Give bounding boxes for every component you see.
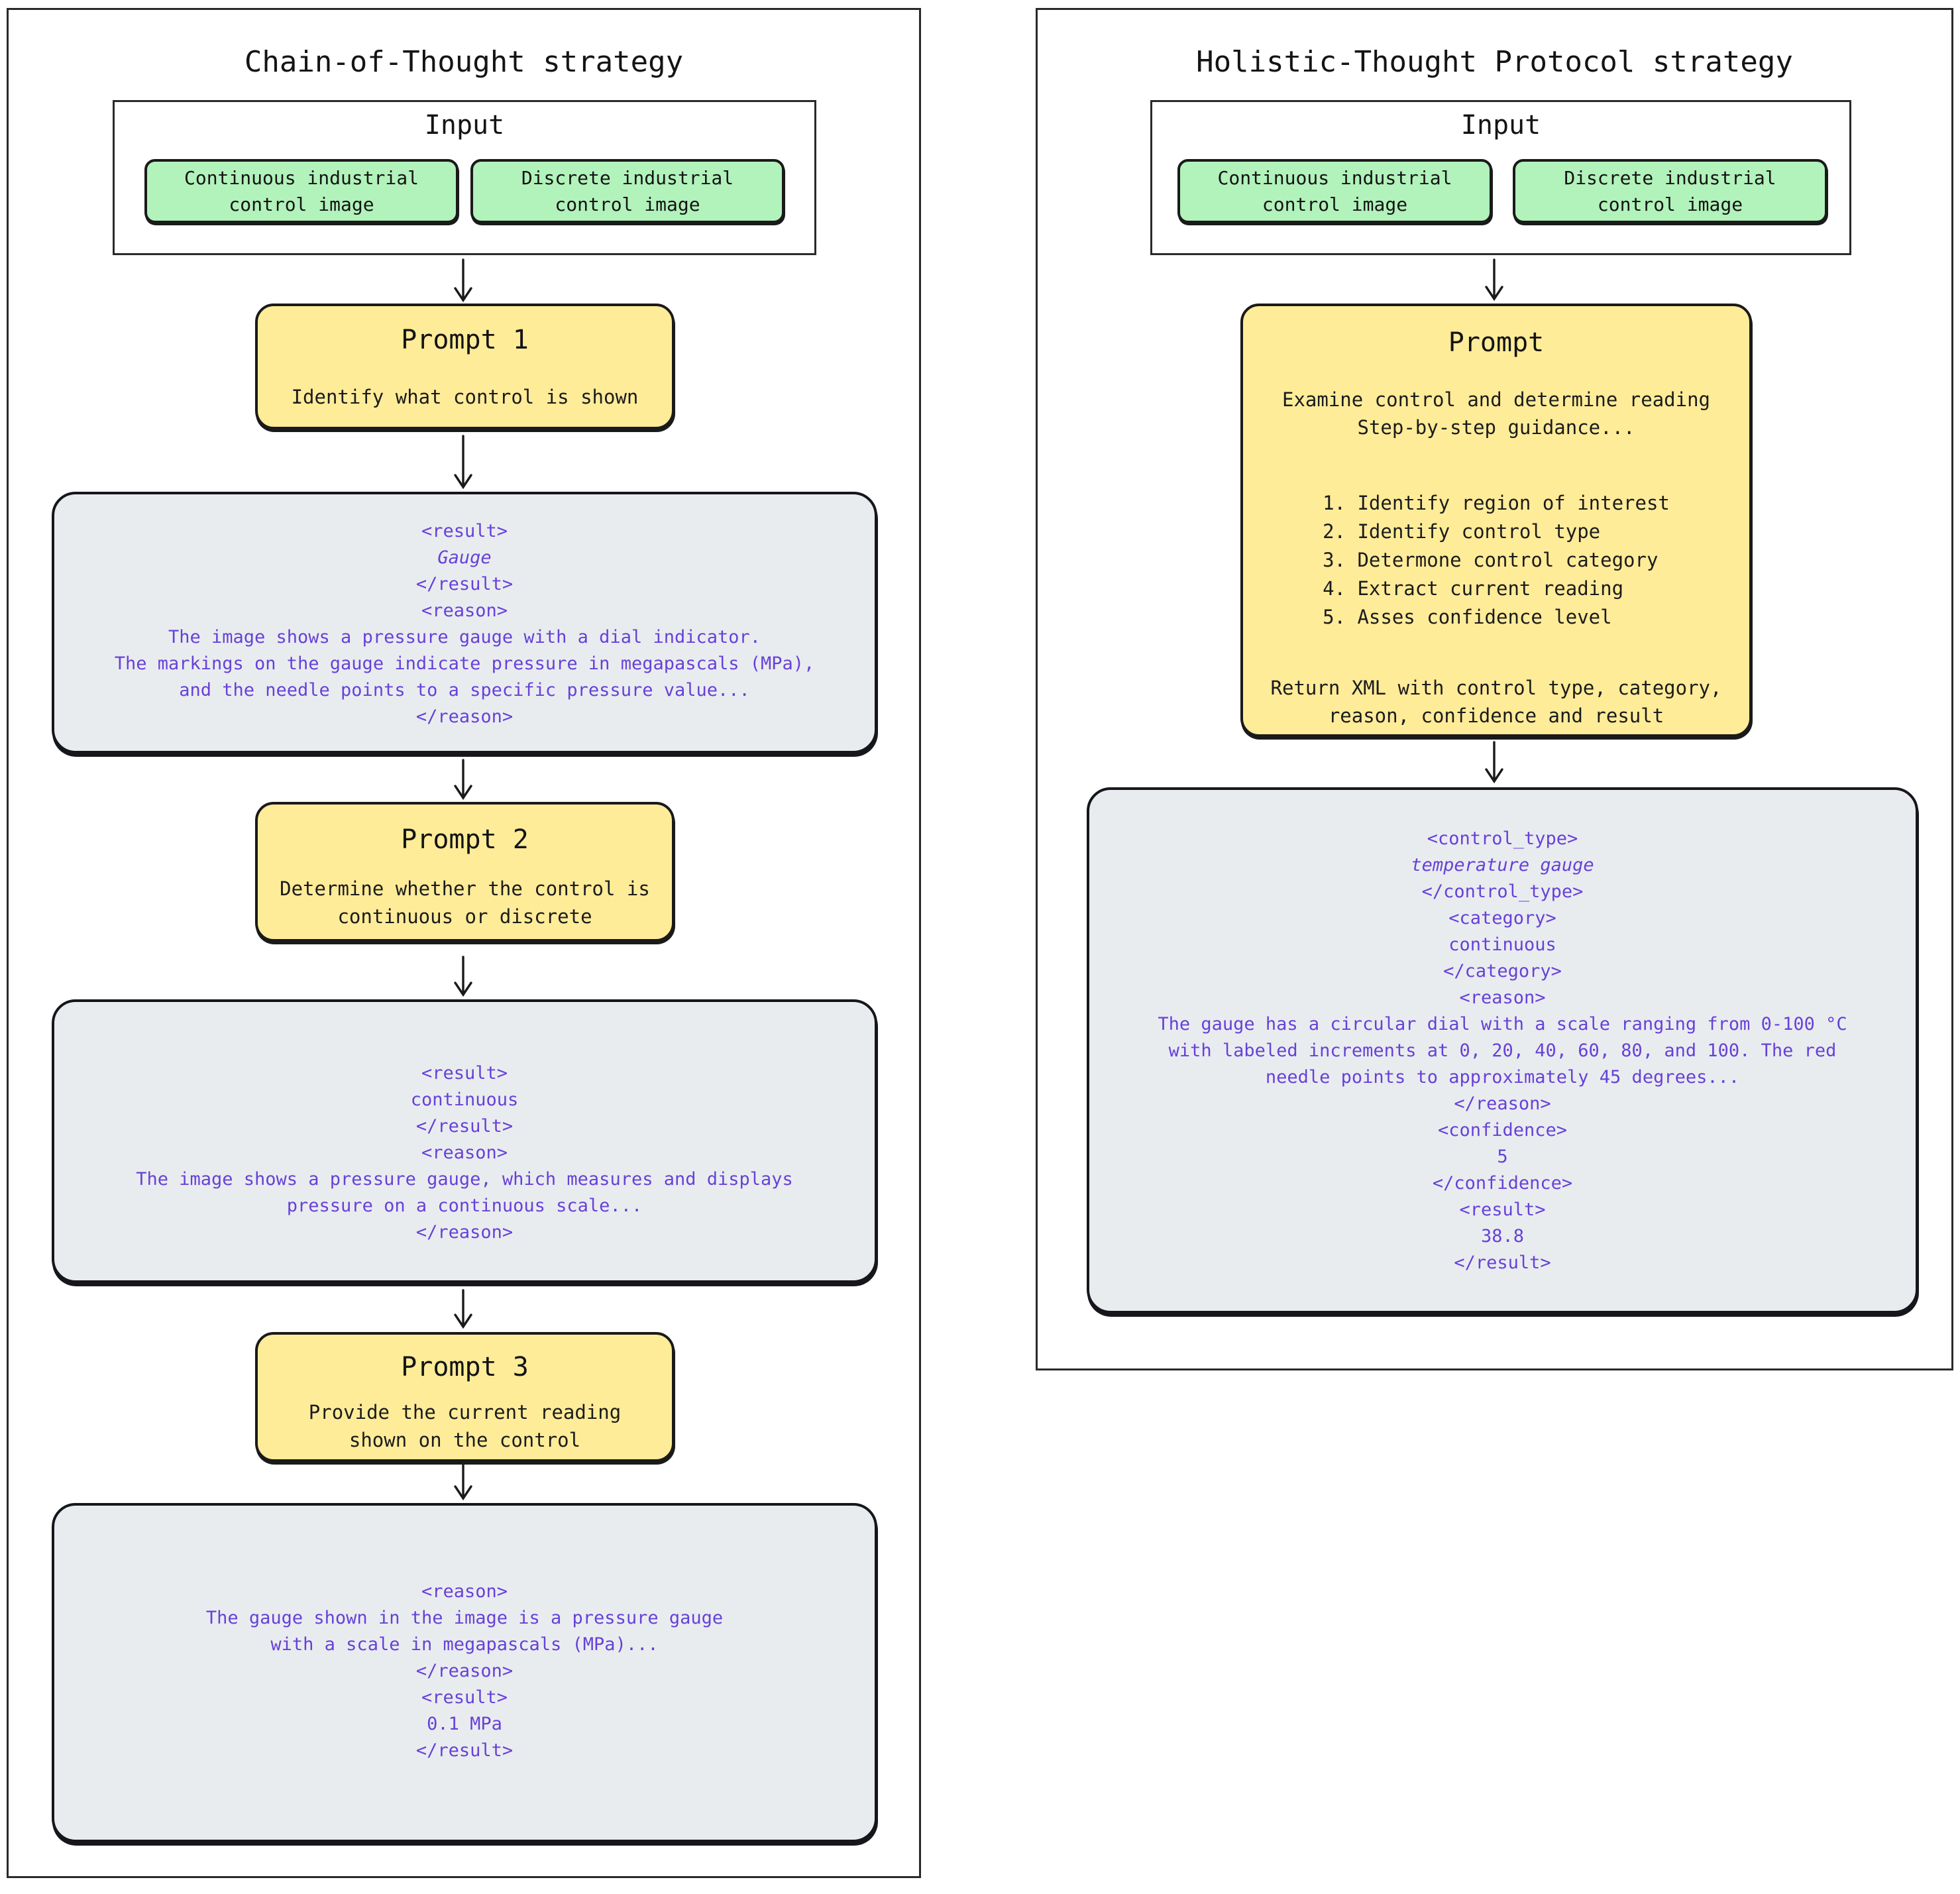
xml-line: with labeled increments at 0, 20, 40, 60… <box>1168 1040 1837 1061</box>
htp-prompt-steps: 1. Identify region of interest 2. Identif… <box>1323 489 1670 632</box>
cot-result3-box: <reason> The gauge shown in the image is… <box>52 1503 877 1842</box>
holistic-thought-title: Holistic-Thought Protocol strategy <box>1196 45 1793 79</box>
xml-line: temperature gauge <box>1411 855 1594 875</box>
cot-result2-box: <result> continuous </result> <reason> T… <box>52 999 877 1283</box>
xml-line: The markings on the gauge indicate press… <box>114 653 815 674</box>
xml-line: continuous <box>1448 934 1556 955</box>
xml-line: needle points to approximately 45 degree… <box>1265 1067 1740 1087</box>
xml-line: <result> <box>421 521 508 541</box>
xml-line: 5 <box>1497 1146 1508 1167</box>
xml-line: Gauge <box>437 547 492 568</box>
xml-line: </result> <box>415 1740 514 1761</box>
cot-prompt3-body: Provide the current reading shown on the… <box>308 1401 622 1451</box>
xml-line: <reason> <box>421 600 508 621</box>
xml-line: continuous <box>410 1089 519 1110</box>
xml-line: pressure on a continuous scale... <box>286 1196 643 1216</box>
htp-prompt-intro: Examine control and determine reading St… <box>1281 388 1710 439</box>
xml-line: The gauge has a circular dial with a sca… <box>1158 1014 1847 1034</box>
chain-of-thought-title: Chain-of-Thought strategy <box>244 45 684 79</box>
xml-line: The gauge shown in the image is a pressu… <box>205 1608 724 1628</box>
xml-line: </result> <box>1454 1253 1551 1273</box>
htp-prompt-title: Prompt <box>1448 327 1545 358</box>
step-item: 2. Identify control type <box>1323 520 1601 543</box>
xml-line: The image shows a pressure gauge, which … <box>136 1169 793 1190</box>
htp-prompt-box: Prompt Examine control and determine rea… <box>1240 304 1752 737</box>
arrow-down-icon <box>454 1289 472 1329</box>
cot-prompt3-box: Prompt 3 Provide the current reading sho… <box>255 1332 675 1462</box>
step-item: 5. Asses confidence level <box>1323 606 1612 628</box>
arrow-down-icon <box>454 258 472 303</box>
cot-prompt2-body: Determine whether the control is continu… <box>280 877 650 928</box>
xml-line: <result> <box>421 1063 508 1084</box>
xml-line: </reason> <box>1454 1093 1551 1114</box>
htp-continuous-image-box: Continuous industrial control image <box>1177 159 1492 223</box>
cot-prompt1-box: Prompt 1 Identify what control is shown <box>255 304 675 429</box>
xml-line: <confidence> <box>1437 1120 1568 1141</box>
xml-line: <reason> <box>1459 987 1546 1008</box>
xml-line: <reason> <box>421 1581 508 1602</box>
xml-line: </result> <box>415 574 514 594</box>
xml-line: The image shows a pressure gauge with a … <box>168 627 761 647</box>
htp-prompt-outro: Return XML with control type, category, … <box>1270 677 1722 727</box>
xml-line: </reason> <box>415 1222 514 1243</box>
htp-result-box: <control_type> temperature gauge </contr… <box>1087 787 1918 1313</box>
step-item: 3. Determone control category <box>1323 549 1659 571</box>
xml-line: <result> <box>1459 1199 1546 1220</box>
xml-line: </control_type> <box>1421 881 1584 902</box>
cot-continuous-image-box: Continuous industrial control image <box>144 159 459 223</box>
step-item: 4. Extract current reading <box>1323 577 1624 600</box>
htp-input-label: Input <box>1460 110 1541 140</box>
arrow-down-icon <box>1485 741 1503 784</box>
cot-input-label: Input <box>424 110 505 140</box>
xml-line: </reason> <box>415 1661 514 1681</box>
xml-line: <result> <box>421 1687 508 1708</box>
arrow-down-icon <box>1485 258 1503 302</box>
xml-line: 0.1 MPa <box>427 1714 502 1734</box>
xml-line: </category> <box>1443 961 1562 981</box>
xml-line: <category> <box>1448 908 1556 928</box>
cot-discrete-image-box: Discrete industrial control image <box>470 159 785 223</box>
xml-line: with a scale in megapascals (MPa)... <box>270 1634 659 1655</box>
xml-line: </reason> <box>415 706 514 727</box>
xml-line: 38.8 <box>1480 1226 1525 1247</box>
cot-prompt2-box: Prompt 2 Determine whether the control i… <box>255 802 675 942</box>
cot-prompt3-title: Prompt 3 <box>401 1352 529 1382</box>
arrow-down-icon <box>454 956 472 997</box>
arrow-down-icon <box>454 435 472 490</box>
cot-prompt1-body: Identify what control is shown <box>291 386 639 408</box>
step-item: 1. Identify region of interest <box>1323 492 1670 514</box>
cot-prompt2-title: Prompt 2 <box>401 824 529 855</box>
htp-discrete-image-box: Discrete industrial control image <box>1513 159 1827 223</box>
arrow-down-icon <box>454 1462 472 1501</box>
xml-line: </result> <box>415 1116 514 1137</box>
cot-result1-box: <result> Gauge </result> <reason> The im… <box>52 492 877 753</box>
arrow-down-icon <box>454 759 472 801</box>
xml-line: <reason> <box>421 1142 508 1163</box>
cot-prompt1-title: Prompt 1 <box>401 325 529 355</box>
xml-line: <control_type> <box>1427 828 1578 849</box>
xml-line: </confidence> <box>1432 1173 1573 1194</box>
xml-line: and the needle points to a specific pres… <box>179 680 750 700</box>
